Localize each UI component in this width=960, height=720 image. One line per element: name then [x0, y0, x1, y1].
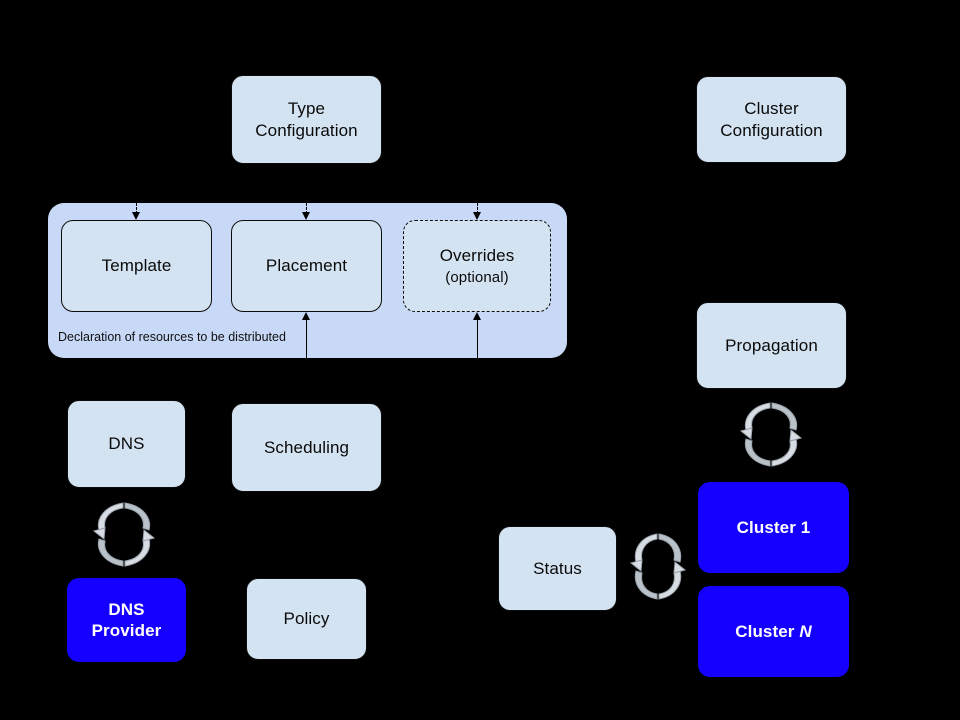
node-template[interactable]: Template	[61, 220, 212, 312]
node-scheduling[interactable]: Scheduling	[231, 403, 382, 492]
group-caption: Declaration of resources to be distribut…	[58, 330, 286, 344]
arrowhead-template-in	[132, 212, 140, 220]
node-propagation-label: Propagation	[725, 335, 818, 355]
connector-type-config-to-placement	[306, 203, 307, 214]
arrowhead-placement-up	[302, 312, 310, 320]
node-policy[interactable]: Policy	[246, 578, 367, 660]
node-status-label: Status	[533, 558, 582, 578]
node-cluster-configuration-label: Cluster Configuration	[720, 99, 823, 140]
arrowhead-overrides-up	[473, 312, 481, 320]
node-policy-label: Policy	[283, 609, 330, 629]
node-cluster-configuration[interactable]: Cluster Configuration	[696, 76, 847, 163]
node-cluster-1[interactable]: Cluster 1	[698, 482, 849, 573]
node-cluster-n[interactable]: Cluster N	[698, 586, 849, 677]
node-placement-label: Placement	[265, 256, 348, 276]
node-dns-label: DNS	[108, 434, 145, 454]
arrowhead-overrides-in	[473, 212, 481, 220]
node-type-configuration[interactable]: Type Configuration	[231, 75, 382, 164]
connector-type-config-to-overrides	[477, 203, 478, 214]
sync-cycle-icon-propagation	[737, 397, 807, 477]
connector-propagation-to-cluster1	[771, 389, 773, 395]
node-propagation[interactable]: Propagation	[696, 302, 847, 389]
node-dns[interactable]: DNS	[67, 400, 186, 488]
connector-overrides-inbound	[477, 318, 479, 358]
node-dns-provider-label: DNS Provider	[91, 599, 162, 640]
connector-placement-inbound	[306, 318, 308, 358]
node-type-configuration-label: Type Configuration	[255, 99, 358, 140]
connector-type-config-to-template	[136, 203, 137, 214]
node-placement[interactable]: Placement	[231, 220, 382, 312]
sync-cycle-icon-status	[628, 528, 690, 610]
node-cluster-1-label: Cluster 1	[736, 517, 811, 537]
node-template-label: Template	[101, 256, 172, 276]
node-overrides-label: Overrides (optional)	[439, 245, 515, 286]
node-status[interactable]: Status	[498, 526, 617, 611]
node-scheduling-label: Scheduling	[263, 437, 350, 457]
arrowhead-placement-in	[302, 212, 310, 220]
sync-cycle-icon-dns	[90, 497, 160, 577]
node-overrides[interactable]: Overrides (optional)	[403, 220, 551, 312]
node-cluster-n-label: Cluster N	[735, 621, 812, 641]
node-dns-provider[interactable]: DNS Provider	[67, 578, 186, 662]
